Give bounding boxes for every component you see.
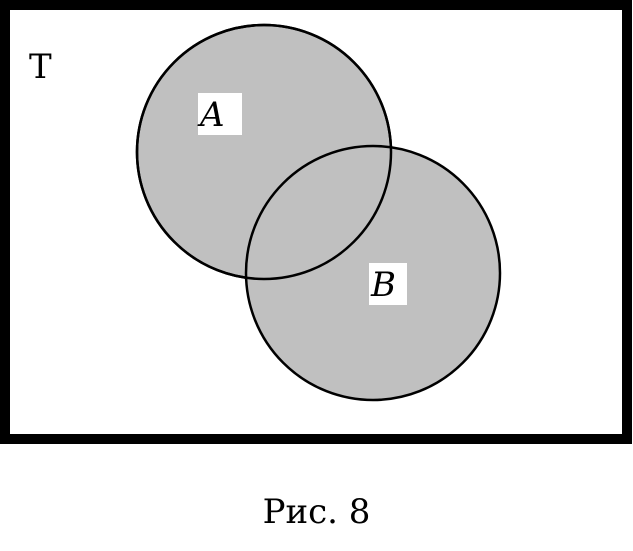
universe-label: T xyxy=(29,47,52,87)
set-a-outline xyxy=(135,23,393,281)
set-b-label-box xyxy=(369,263,407,305)
set-a-label: A xyxy=(197,95,225,135)
set-b-label: B xyxy=(370,265,396,305)
set-a-label-box xyxy=(198,93,242,135)
figure-caption: Рис. 8 xyxy=(262,492,371,532)
